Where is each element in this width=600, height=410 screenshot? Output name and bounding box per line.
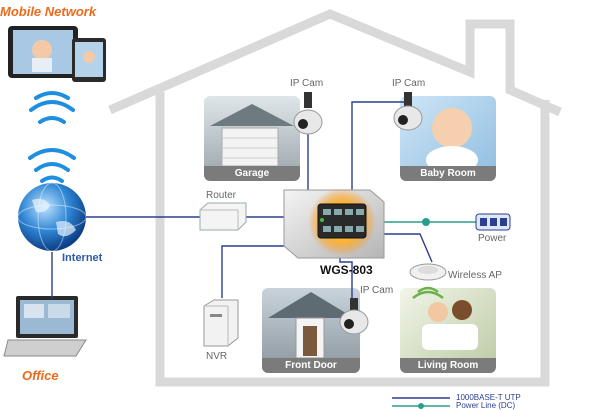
ip-cam-baby-icon [393, 92, 423, 131]
front-door-caption: Front Door [262, 358, 360, 373]
tablet-icon [8, 26, 106, 82]
living-room-photo [400, 288, 496, 372]
wifi-signal-icon [28, 91, 76, 183]
router-icon [199, 202, 247, 231]
laptop-icon [3, 296, 87, 357]
wireless-ap-icon [409, 263, 447, 300]
nvr-icon [203, 299, 239, 347]
switch-model-label: WGS-803 [320, 263, 373, 277]
power-label: Power [478, 233, 507, 244]
living-room-caption: Living Room [400, 358, 496, 373]
wireless-ap-label: Wireless AP [448, 270, 502, 281]
ip-cam-garage-label: IP Cam [290, 78, 324, 89]
switch-wgs803-icon [283, 188, 385, 259]
front-door-photo [262, 288, 360, 372]
legend-power-label: Power Line (DC) [456, 401, 516, 410]
router-label: Router [206, 190, 237, 201]
legend [392, 397, 450, 409]
ip-cam-front-label: IP Cam [360, 285, 394, 296]
ip-cam-baby-label: IP Cam [392, 78, 426, 89]
power-adapter-icon [475, 213, 511, 231]
baby-room-caption: Baby Room [400, 166, 496, 181]
legend-utp-label: 1000BASE-T UTP [456, 393, 521, 402]
power-line [378, 218, 476, 226]
nvr-label: NVR [206, 351, 228, 362]
ip-cam-front-icon [339, 298, 369, 335]
office-label: Office [22, 368, 59, 383]
mobile-network-label: Mobile Network [0, 4, 97, 19]
garage-caption: Garage [204, 166, 300, 181]
house-outline [108, 9, 562, 387]
internet-globe-icon [17, 182, 87, 252]
garage-photo [204, 96, 300, 180]
internet-label: Internet [62, 252, 103, 264]
ip-cam-garage-icon [293, 92, 323, 135]
